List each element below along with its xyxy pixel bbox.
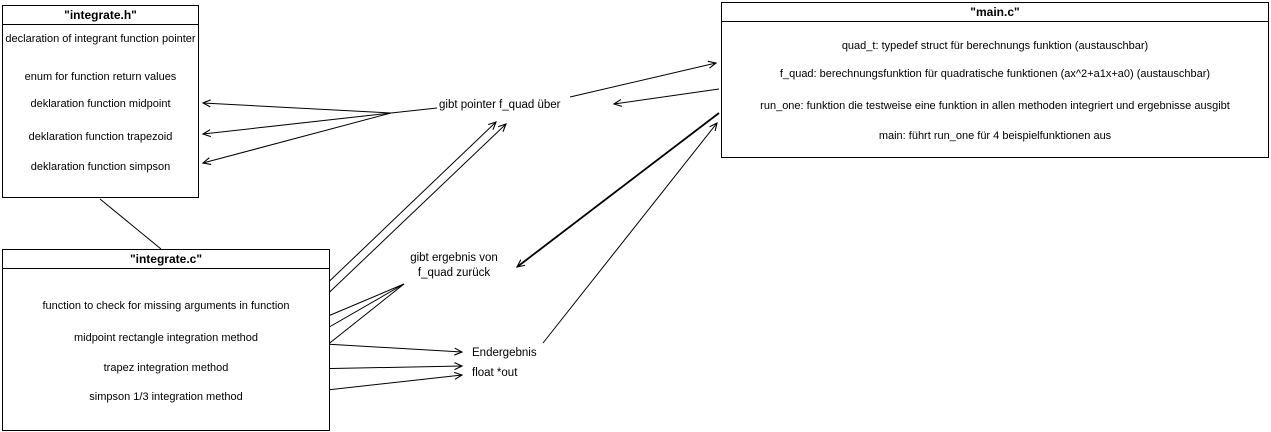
node-integrate-c-title: "integrate.c" bbox=[3, 250, 329, 269]
node-item-f-quad: f_quad: berechnungsfunktion für quadrati… bbox=[779, 68, 1211, 80]
node-item-trapez-method: trapez integration method bbox=[103, 362, 229, 374]
arrow-mainc-to-ergebnislabel bbox=[515, 112, 720, 268]
arrow-mainc-to-pointerlabel bbox=[612, 88, 720, 107]
node-item-midpoint-method: midpoint rectangle integration method bbox=[73, 332, 259, 344]
connector-integrateh-integratec bbox=[99, 198, 162, 250]
node-integrate-h: "integrate.h" declaration of integrant f… bbox=[2, 5, 199, 198]
node-item-enum-return-values: enum for function return values bbox=[24, 71, 177, 83]
node-item-main: main: führt run_one für 4 beispielfunkti… bbox=[878, 130, 1112, 142]
label-gibt-ergebnis-line2: f_quad zurück bbox=[417, 267, 491, 279]
arrow-endergebnis-to-mainc bbox=[542, 121, 718, 344]
label-gibt-ergebnis-line1: gibt ergebnis von bbox=[410, 252, 498, 264]
node-item-check-arguments: function to check for missing arguments … bbox=[42, 300, 290, 312]
label-endergebnis-line2: float *out bbox=[472, 367, 518, 379]
node-item-decl-simpson: deklaration function simpson bbox=[30, 161, 171, 173]
arrow-pointerlabel-to-trapezoid-decl bbox=[201, 112, 392, 138]
node-item-decl-midpoint: deklaration function midpoint bbox=[30, 98, 171, 110]
label-endergebnis-line1: Endergebnis bbox=[472, 347, 537, 359]
arrow-pointerlabel-to-mainc bbox=[569, 60, 718, 98]
node-integrate-c: "integrate.c" function to check for miss… bbox=[2, 249, 330, 431]
node-main-c: "main.c" quad_t: typedef struct für bere… bbox=[721, 2, 1269, 158]
node-item-quad-t: quad_t: typedef struct für berechnungs f… bbox=[841, 40, 1149, 52]
node-item-simpson-method: simpson 1/3 integration method bbox=[89, 391, 243, 403]
label-gibt-ergebnis: gibt ergebnis von f_quad zurück bbox=[398, 251, 510, 281]
node-item-run-one: run_one: funktion die testweise eine fun… bbox=[760, 100, 1230, 112]
node-integrate-h-title: "integrate.h" bbox=[3, 6, 198, 25]
pointer-label-fan-connector bbox=[390, 107, 438, 114]
label-gibt-pointer-f-quad: gibt pointer f_quad über bbox=[439, 99, 561, 111]
arrow-pointerlabel-to-simpson-decl bbox=[201, 112, 392, 165]
node-main-c-title: "main.c" bbox=[722, 3, 1268, 22]
label-endergebnis: Endergebnis float *out bbox=[472, 343, 537, 383]
node-item-decl-trapezoid: deklaration function trapezoid bbox=[28, 131, 173, 143]
node-item-integrant-pointer-decl: declaration of integrant function pointe… bbox=[5, 33, 196, 45]
arrow-pointerlabel-to-midpoint-decl bbox=[201, 99, 392, 114]
